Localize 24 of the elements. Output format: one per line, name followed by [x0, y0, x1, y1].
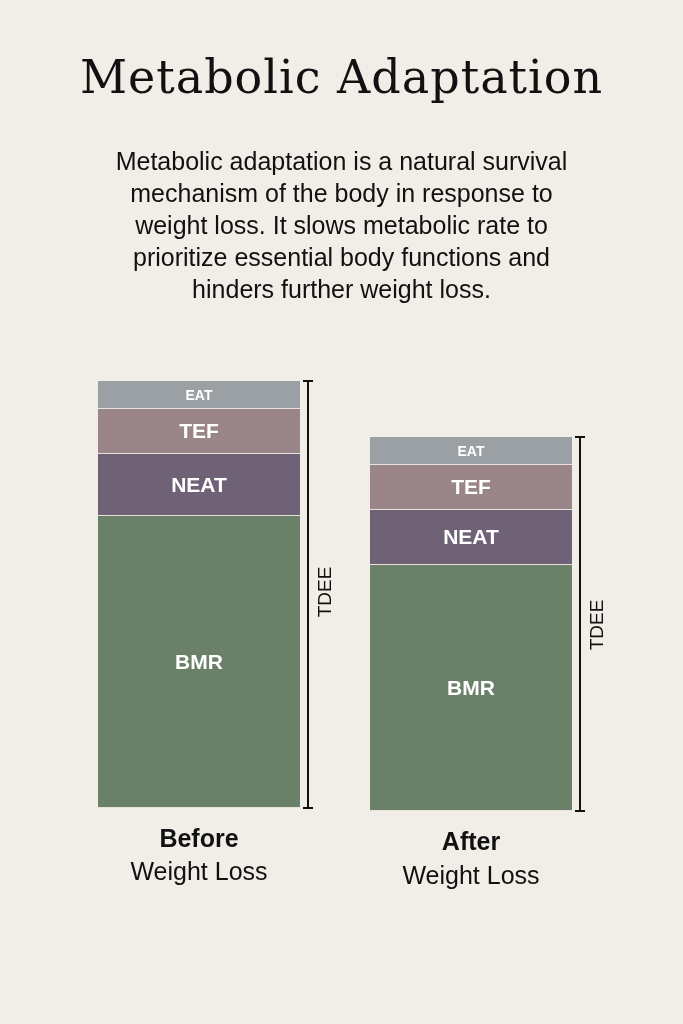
caption-text: Weight Loss	[401, 860, 541, 890]
tef-segment	[370, 465, 572, 510]
neat-segment	[370, 510, 572, 565]
eat-segment	[370, 437, 572, 465]
segment-label: EAT	[457, 442, 485, 459]
title: Metabolic Adaptation	[78, 49, 605, 106]
eat-segment	[98, 381, 300, 409]
neat-segment	[98, 454, 300, 516]
caption-heading: Before	[158, 823, 240, 853]
bmr-segment	[370, 565, 572, 811]
dimension-label: TDEE	[314, 565, 336, 620]
segment-label: EAT	[185, 386, 213, 403]
dimension-label: TDEE	[586, 598, 608, 653]
caption-heading: After	[440, 826, 502, 856]
segment-label: BMR	[447, 675, 495, 700]
caption-text: Weight Loss	[129, 856, 269, 886]
segment-label: BMR	[175, 649, 223, 674]
intro-paragraph: Metabolic adaptation is a natural survival mechanism of the body in response to weight loss. It slows metabolic rate to prioritize essential body functions and hinders further weight loss.	[114, 146, 569, 305]
segment-label: TEF	[179, 419, 219, 443]
tef-segment	[98, 409, 300, 454]
segment-label: TEF	[451, 475, 491, 499]
segment-label: NEAT	[171, 472, 227, 497]
bmr-segment	[98, 516, 300, 808]
segment-label: NEAT	[443, 525, 499, 549]
